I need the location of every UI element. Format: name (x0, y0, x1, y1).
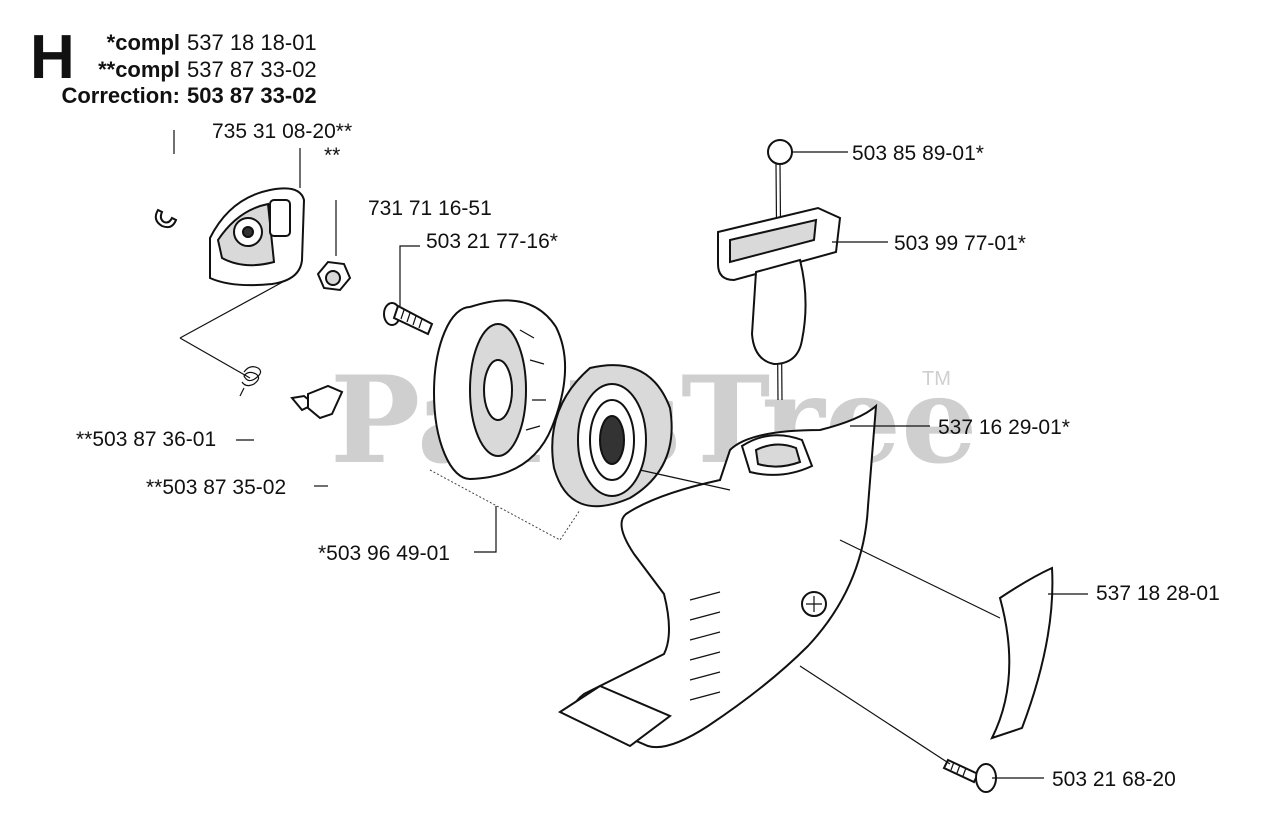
label-decal: 537 18 28-01 (1096, 582, 1220, 605)
torsion-spring-part (239, 366, 262, 397)
label-cover-note: ** (324, 144, 340, 167)
starter-handle-part (717, 206, 842, 366)
label-rope-knob: 503 85 89-01* (852, 142, 984, 165)
watermark-tm: TM (922, 368, 951, 390)
pawl-cover-part (209, 187, 306, 287)
pawl-part (290, 384, 344, 420)
label-pulley-assembly: *503 96 49-01 (318, 542, 450, 565)
screw-part (942, 758, 997, 793)
starter-housing-part (557, 403, 878, 749)
label-starter-handle: 503 99 77-01* (894, 232, 1026, 255)
nut-part (316, 260, 352, 292)
label-bolt: 503 21 77-16* (426, 230, 558, 253)
label-cover: 735 31 08-20** (212, 120, 352, 143)
section-letter: H (30, 23, 75, 92)
header-prefix-1: *compl (107, 30, 180, 55)
header-number-2: 537 87 33-02 (187, 57, 317, 82)
decal-part (990, 566, 1054, 740)
leader-lines (173, 130, 1088, 779)
header-number-3: 503 87 33-02 (187, 83, 317, 108)
clip-part (154, 208, 178, 229)
label-screw: 503 21 68-20 (1052, 768, 1176, 791)
header-prefix-2: **compl (98, 57, 180, 82)
label-pawl: **503 87 35-02 (146, 476, 286, 499)
label-torsion-spring: **503 87 36-01 (76, 428, 216, 451)
header-number-1: 537 18 18-01 (187, 30, 317, 55)
header-prefix-3: Correction: (61, 83, 180, 108)
pulley-part (433, 299, 567, 480)
label-nut: 731 71 16-51 (368, 197, 492, 220)
label-starter-housing: 537 16 29-01* (938, 416, 1070, 439)
bolt-part (383, 302, 434, 336)
